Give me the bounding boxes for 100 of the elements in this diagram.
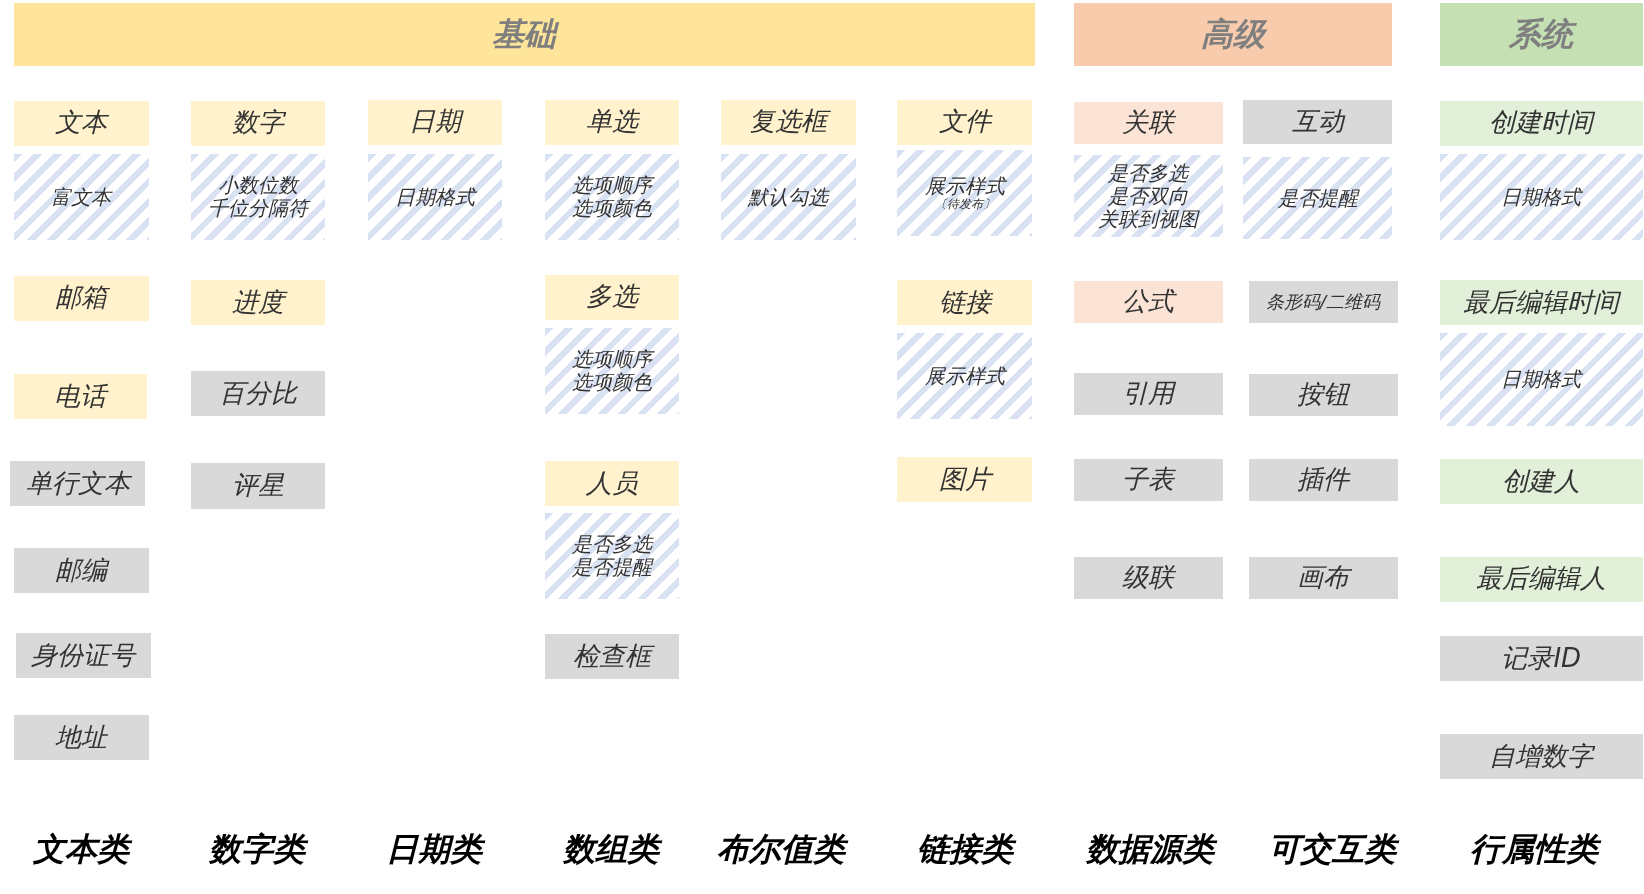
column-label: 数组类 (531, 828, 692, 873)
attribute-text: 是否双向 (1108, 184, 1189, 208)
column-label: 链接类 (884, 828, 1045, 873)
attribute-box (13, 154, 149, 241)
field-type-box (1073, 373, 1223, 416)
attribute-box (190, 154, 325, 241)
field-type-box (13, 275, 149, 321)
field-type-box (897, 457, 1032, 503)
attribute-text: 默认勾选 (748, 185, 829, 209)
field-type-label: 文件 (938, 107, 991, 138)
attribute-text: 是否提醒 (572, 555, 653, 579)
attribute-text: 小数位数 (217, 174, 298, 198)
attribute-box (897, 333, 1032, 420)
attribute-box (897, 149, 1032, 236)
field-type-label: 人员 (586, 468, 639, 499)
field-type-label: 日期 (409, 107, 462, 138)
field-type-box (368, 99, 503, 145)
field-type-label: 地址 (55, 722, 108, 753)
attribute-text: 展示样式 (924, 364, 1005, 388)
field-type-box (1439, 279, 1643, 325)
field-type-box (15, 633, 151, 679)
field-type-box (545, 99, 680, 145)
field-type-label: 百分比 (218, 378, 297, 409)
column-label: 数字类 (176, 828, 337, 873)
category-banner (13, 3, 1035, 67)
field-type-label: 创建人 (1502, 466, 1581, 497)
field-type-label: 最后编辑时间 (1463, 287, 1620, 318)
field-type-label: 按钮 (1297, 380, 1350, 411)
field-type-label: 引用 (1122, 379, 1175, 410)
field-type-box (1439, 636, 1643, 682)
field-type-label: 数字 (231, 108, 284, 139)
field-type-label: 单行文本 (25, 468, 130, 499)
field-type-label: 邮编 (55, 555, 108, 586)
column-label: 可交互类 (1251, 828, 1412, 873)
category-banner (1439, 3, 1643, 67)
field-type-box (190, 371, 325, 417)
column-label: 布尔值类 (701, 828, 862, 873)
field-type-box (13, 100, 149, 146)
column-label: 数据源类 (1070, 828, 1231, 873)
field-type-box (10, 461, 145, 507)
attribute-text: 是否多选 (572, 532, 653, 556)
field-type-box (13, 548, 149, 594)
field-type-label: 电话 (54, 381, 107, 412)
field-type-label: 记录ID (1501, 644, 1582, 674)
column-label: 日期类 (354, 828, 515, 873)
attribute-text: 展示样式 (924, 174, 1005, 198)
attribute-text: 选项顺序 (572, 174, 653, 198)
field-type-box (545, 461, 680, 507)
field-type-box (1439, 733, 1643, 779)
attribute-box (1439, 154, 1643, 241)
field-type-label: 公式 (1122, 287, 1175, 317)
field-type-label: 画布 (1297, 562, 1350, 593)
field-type-label: 插件 (1297, 465, 1350, 496)
field-type-box (190, 463, 325, 509)
field-type-box (1248, 374, 1398, 417)
field-type-label: 创建时间 (1489, 108, 1594, 139)
field-type-box (13, 374, 147, 420)
field-type-label: 身份证号 (31, 640, 136, 671)
column-label: 行属性类 (1453, 828, 1614, 873)
field-type-box (1073, 556, 1223, 599)
column-label: 文本类 (0, 828, 161, 873)
field-type-box (1439, 459, 1643, 505)
field-type-label: 邮箱 (55, 283, 108, 314)
attribute-text: 日期格式 (1501, 368, 1582, 392)
field-type-box (545, 274, 680, 320)
field-type-label: 评星 (231, 471, 284, 501)
attribute-text: 富文本 (51, 185, 112, 209)
field-type-box (1243, 99, 1393, 144)
attribute-text: 选项颜色 (572, 197, 653, 221)
attribute-box (1439, 333, 1643, 426)
field-type-box (1248, 459, 1398, 502)
field-type-box (1073, 459, 1223, 502)
attribute-box (1243, 157, 1393, 240)
field-type-label: 互动 (1291, 106, 1344, 137)
field-type-box (13, 715, 149, 761)
attribute-text: 日期格式 (395, 185, 476, 209)
attribute-text: 日期格式 (1501, 185, 1582, 209)
field-type-box (1248, 556, 1398, 599)
field-type-box (897, 279, 1032, 325)
field-type-label: 多选 (586, 282, 639, 313)
field-type-box (1439, 556, 1643, 602)
field-type-box (1248, 281, 1398, 323)
field-type-box (1073, 101, 1223, 144)
field-type-box (721, 99, 856, 145)
attribute-text: 关联到视图 (1098, 207, 1199, 231)
field-type-label: 链接 (938, 287, 991, 318)
category-banner (1073, 3, 1393, 67)
field-type-label: 子表 (1122, 465, 1175, 496)
field-type-label: 文本 (55, 108, 108, 139)
attribute-box (721, 154, 856, 241)
field-type-label: 关联 (1122, 107, 1175, 138)
attribute-text: 〔待发布〕 (934, 197, 995, 212)
attribute-text: 是否提醒 (1277, 186, 1358, 210)
field-type-box (190, 279, 325, 325)
attribute-text: 是否多选 (1108, 161, 1189, 185)
attribute-box (368, 154, 503, 241)
banner-title: 高级 (1201, 16, 1265, 53)
field-type-box (1439, 100, 1643, 146)
field-type-label: 条形码/二维码 (1266, 291, 1381, 313)
field-type-label: 单选 (586, 107, 639, 138)
